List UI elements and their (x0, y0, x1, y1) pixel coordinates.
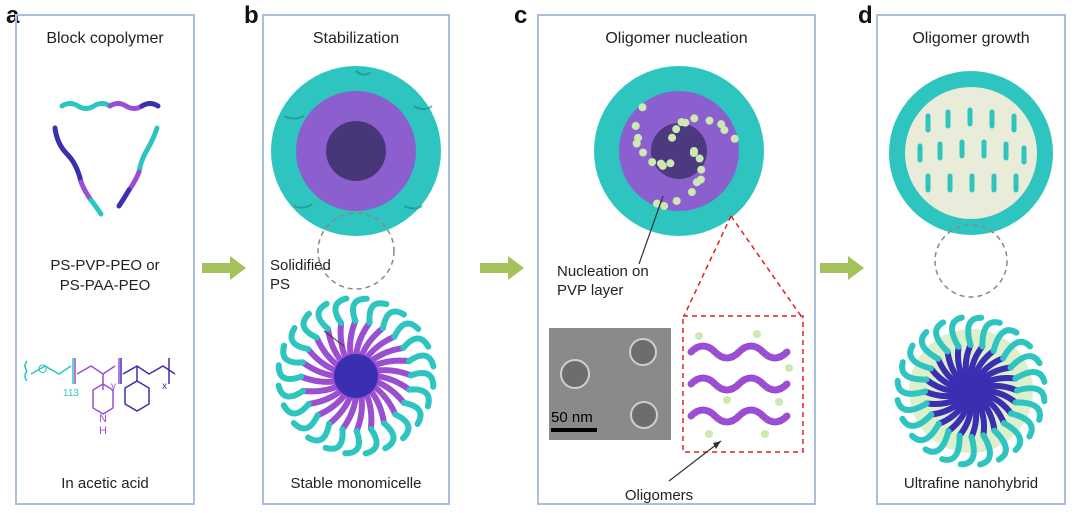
panel-b: Stabilization Solidified PS Stable monom… (262, 14, 450, 505)
panel-a-bottom-label: In acetic acid (61, 475, 149, 492)
micelle-illustration-b (271, 66, 441, 457)
formula-nh: N (99, 413, 107, 425)
monomicelle-spokes (275, 295, 437, 457)
polymer-name-2: PS-PAA-PEO (59, 277, 151, 294)
panel-c-title: Oligomer nucleation (605, 30, 748, 47)
arrow-b-to-c (480, 256, 524, 280)
micelle-illustration-d (889, 71, 1053, 468)
panel-b-bottom-label: Stable monomicelle (290, 475, 422, 492)
formula-n113: 113 (63, 388, 79, 399)
formula-o: O (38, 362, 47, 376)
panel-letter-d: d (858, 2, 873, 29)
copolymer-chains-illustration: O 113 y x N H (24, 101, 176, 437)
panel-c: Oligomer nucleation Nucleation on PVP la… (537, 14, 816, 505)
chemical-formula: O 113 y x N H (24, 358, 176, 437)
formula-h: H (99, 425, 107, 437)
arrow-a-to-b (202, 256, 246, 280)
micelle-illustration-c (549, 66, 804, 482)
scale-bar (551, 428, 597, 432)
scale-bar-label: 50 nm (551, 409, 593, 426)
panel-d: Oligomer growth Ultrafine nanohybrid (876, 14, 1066, 505)
annotation-nucleation: Nucleation on (557, 263, 649, 280)
panel-letter-c: c (514, 2, 528, 29)
oligomers-label: Oligomers (624, 487, 694, 504)
annotation-pvp-layer: PVP layer (557, 282, 624, 299)
panel-b-title: Stabilization (312, 30, 400, 47)
polymer-name-1: PS-PVP-PEO or (50, 257, 160, 274)
arrow-c-to-d (820, 256, 864, 280)
formula-y: y (111, 381, 116, 392)
annotation-solidified: Solidified (270, 257, 331, 274)
panel-a: Block copolymer O 113 (15, 14, 195, 505)
annotation-ps: PS (270, 276, 291, 293)
nanohybrid-spokes (894, 314, 1048, 468)
formula-x: x (162, 381, 167, 392)
panel-a-title: Block copolymer (46, 30, 164, 47)
panel-d-title: Oligomer growth (912, 30, 1030, 47)
panel-d-bottom-label: Ultrafine nanohybrid (903, 475, 1039, 492)
panel-letter-b: b (244, 2, 259, 29)
